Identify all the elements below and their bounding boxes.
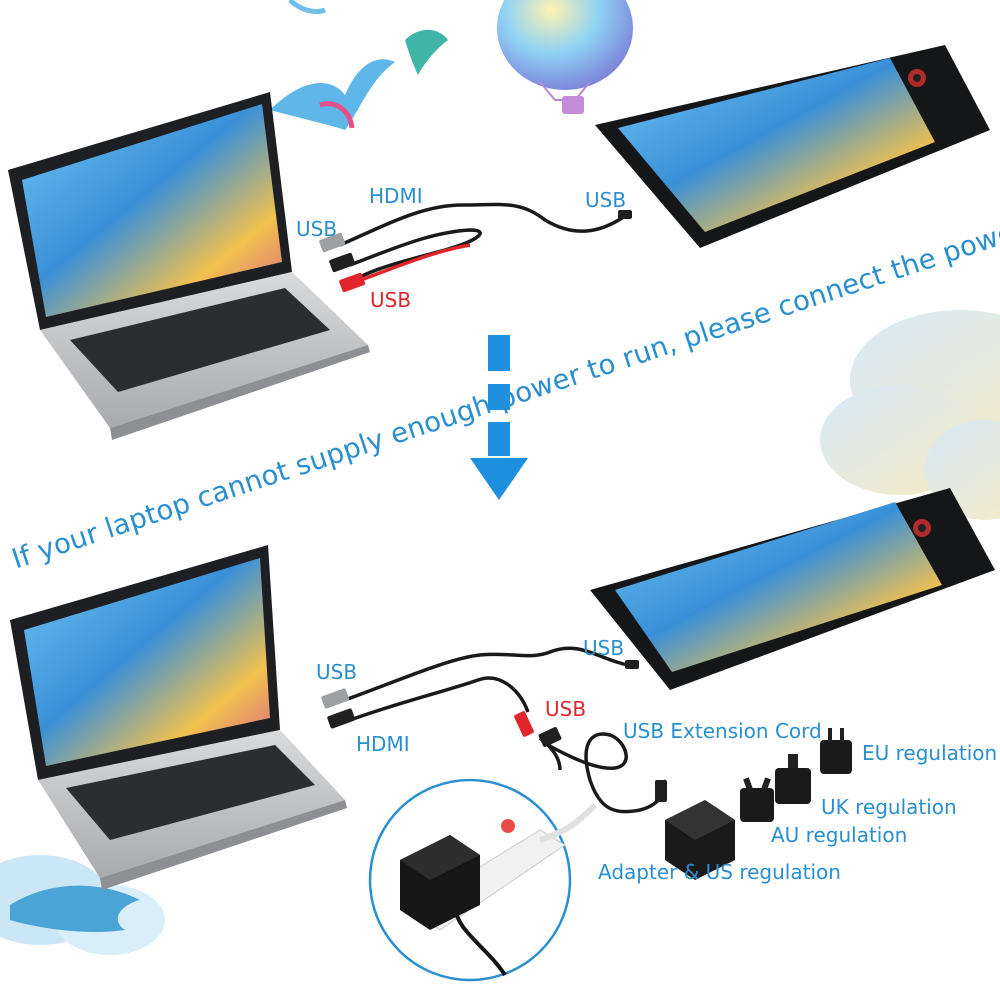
balloon-decoration bbox=[497, 0, 633, 114]
power-strip-inset bbox=[368, 778, 598, 982]
uk-regulation-label: UK regulation bbox=[821, 795, 957, 819]
bottom-usb-red-label: USB bbox=[545, 697, 587, 721]
plugs-bottom bbox=[321, 660, 667, 802]
top-hdmi-label: HDMI bbox=[369, 184, 423, 208]
tablet-bottom bbox=[590, 488, 995, 690]
cloud-right-decoration bbox=[820, 310, 1000, 520]
uk-plug-icon bbox=[775, 754, 811, 804]
down-arrow-icon bbox=[470, 335, 528, 500]
top-usb-left-label: USB bbox=[296, 217, 338, 241]
au-plug-icon bbox=[740, 777, 774, 822]
top-usb-right-label: USB bbox=[585, 188, 627, 212]
bottom-usb-right-label: USB bbox=[583, 636, 625, 660]
whale-decoration bbox=[10, 885, 140, 932]
cable-top bbox=[339, 202, 623, 282]
laptop-top bbox=[8, 92, 370, 440]
adapter-us-regulation-label: Adapter & US regulation bbox=[598, 860, 841, 884]
cable-bottom bbox=[344, 646, 667, 814]
bird-decoration bbox=[270, 0, 448, 130]
plugs-top bbox=[319, 210, 632, 293]
top-usb-red-label: USB bbox=[370, 288, 412, 312]
cable-top-red bbox=[354, 243, 471, 284]
bottom-hdmi-label: HDMI bbox=[356, 732, 410, 756]
tablet-top bbox=[595, 45, 990, 248]
adapter-icon bbox=[665, 800, 735, 880]
eu-regulation-label: EU regulation bbox=[862, 741, 998, 765]
eu-plug-icon bbox=[820, 728, 852, 774]
usb-extension-cord-label: USB Extension Cord bbox=[623, 719, 822, 743]
bottom-usb-left-label: USB bbox=[316, 660, 358, 684]
laptop-bottom bbox=[10, 545, 347, 890]
au-regulation-label: AU regulation bbox=[771, 823, 908, 847]
